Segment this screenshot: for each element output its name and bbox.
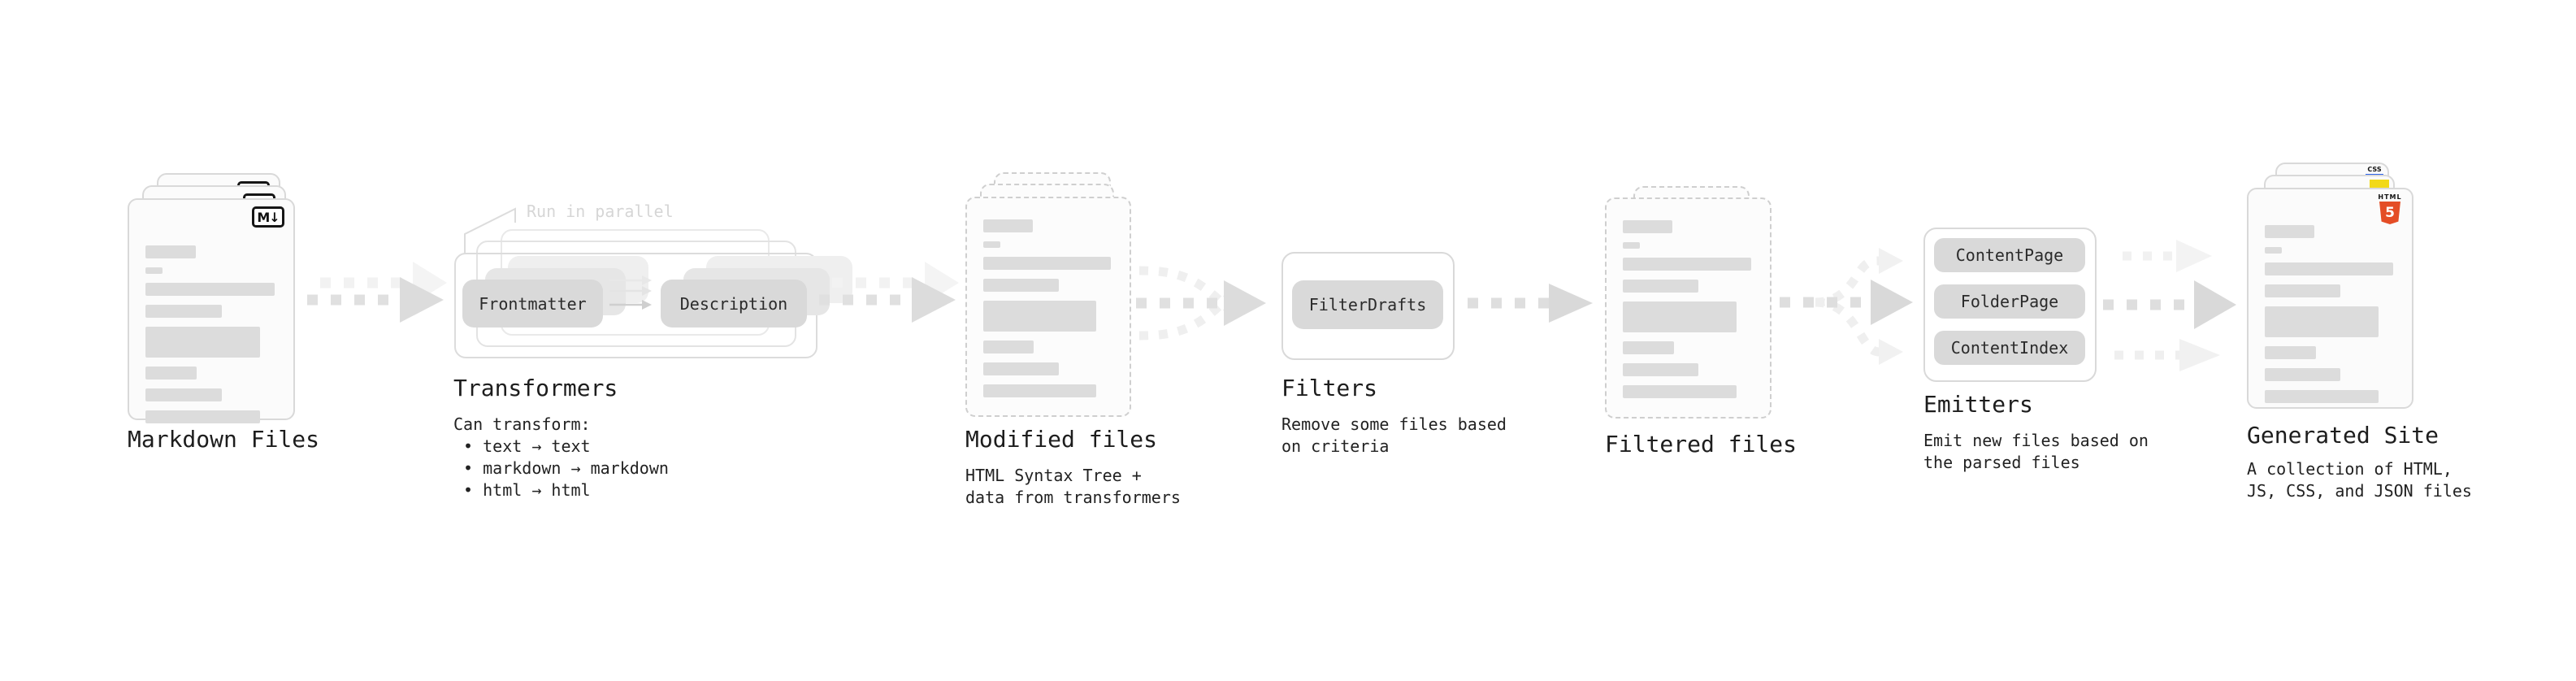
placeholder-bar [1623, 242, 1640, 249]
arrow-modified-to-filters [1136, 266, 1266, 340]
placeholder-bar [983, 279, 1059, 292]
run-in-parallel-label: Run in parallel [527, 202, 674, 221]
node-description: Remove some files based on criteria [1281, 414, 1507, 456]
placeholder-bar [983, 257, 1111, 270]
placeholder-bar [1623, 385, 1737, 398]
transformer-pill-frontmatter: Frontmatter [462, 280, 603, 327]
arrow-head [2194, 280, 2236, 329]
html5-icon-shield: 5 [2379, 202, 2400, 224]
placeholder-bar [145, 388, 222, 401]
transformer-pill-description: Description [661, 280, 807, 327]
placeholder-bar [1623, 341, 1674, 354]
placeholder-bar [145, 245, 196, 258]
placeholder-bar [2265, 247, 2282, 254]
arrow-head [1879, 339, 1903, 365]
arrow-transformers-to-modified [819, 262, 959, 323]
arrow-emitter-middle [2103, 280, 2236, 329]
placeholder-bar [2265, 306, 2379, 337]
placeholder-bar [145, 367, 197, 380]
emitter-pill-contentindex: ContentIndex [1934, 331, 2085, 365]
small-arrow [609, 300, 652, 310]
emitter-pill-contentpage: ContentPage [1934, 238, 2085, 272]
placeholder-bar [1623, 280, 1699, 293]
pill-flow-arrows [609, 275, 652, 310]
arrow-markdown-to-transformers [307, 262, 447, 323]
html5-icon-label: HTML [2378, 193, 2402, 201]
markdown-icon: M↓ [252, 206, 284, 228]
arrow-head [1871, 280, 1913, 325]
placeholder-bar [983, 384, 1097, 397]
node-title: Generated Site [2247, 422, 2439, 449]
arrow-main [307, 277, 444, 323]
placeholder-bar [2265, 390, 2379, 403]
placeholder-bar [983, 219, 1033, 232]
file-content-placeholder [129, 200, 293, 423]
node-title: Filters [1281, 375, 1378, 401]
placeholder-bar [2265, 346, 2316, 359]
arrow-filters-to-filtered [1468, 284, 1593, 323]
arrow-head [1549, 284, 1593, 323]
arrow-filtered-to-emitters [1780, 248, 1913, 365]
markdown-file-card-front: M↓ [128, 198, 295, 423]
arrow-emitter-top [2123, 240, 2212, 272]
filter-pill-filterdrafts: FilterDrafts [1292, 280, 1443, 329]
html5-icon: HTML 5 [2378, 193, 2402, 224]
node-title: Transformers [453, 375, 618, 401]
placeholder-bar [1623, 258, 1751, 271]
node-description: Emit new files based on the parsed files [1923, 431, 2149, 472]
diverge-line-bottom [1815, 297, 1880, 357]
placeholder-bar [983, 340, 1034, 354]
diverge-line-top [1815, 256, 1880, 307]
placeholder-bar [1623, 220, 1673, 233]
placeholder-bar [2265, 368, 2341, 381]
placeholder-bar [983, 301, 1097, 332]
small-arrow [609, 275, 652, 285]
placeholder-bar [145, 305, 222, 318]
placeholder-bar [1623, 363, 1699, 376]
arrow-head [2176, 240, 2212, 272]
node-title: Emitters [1923, 391, 2033, 418]
placeholder-bar [2265, 284, 2341, 297]
placeholder-bar [145, 267, 163, 274]
node-title: Markdown Files [128, 426, 320, 453]
placeholder-bar [983, 241, 1000, 248]
file-content-placeholder [967, 198, 1130, 415]
generated-file-card-html: HTML 5 [2247, 188, 2413, 409]
node-title: Modified files [965, 426, 1158, 453]
node-description: HTML Syntax Tree + data from transformer… [965, 466, 1181, 507]
placeholder-bar [2265, 262, 2393, 275]
filtered-file-card-front [1605, 197, 1772, 419]
arrow-main [819, 277, 956, 323]
annotation-callout-line [464, 207, 516, 254]
node-title: Filtered files [1605, 431, 1798, 458]
modified-file-card-front [965, 197, 1131, 417]
small-arrow [609, 286, 652, 296]
placeholder-bar [1623, 301, 1737, 332]
placeholder-bar [145, 327, 260, 358]
arrow-head [1879, 248, 1903, 274]
css-icon-label: CSS [2367, 166, 2382, 173]
emitter-pill-folderpage: FolderPage [1934, 284, 2085, 319]
arrow-head [2179, 339, 2220, 371]
file-content-placeholder [1607, 199, 1770, 417]
arrow-head [1224, 280, 1266, 326]
placeholder-bar [983, 362, 1059, 375]
file-content-placeholder [2249, 189, 2412, 407]
node-description: Can transform: • text → text • markdown … [453, 414, 669, 500]
placeholder-bar [2265, 225, 2315, 238]
arrow-emitter-bottom [2114, 339, 2220, 371]
placeholder-bar [145, 410, 260, 423]
node-description: A collection of HTML, JS, CSS, and JSON … [2247, 459, 2472, 501]
placeholder-bar [145, 283, 275, 296]
